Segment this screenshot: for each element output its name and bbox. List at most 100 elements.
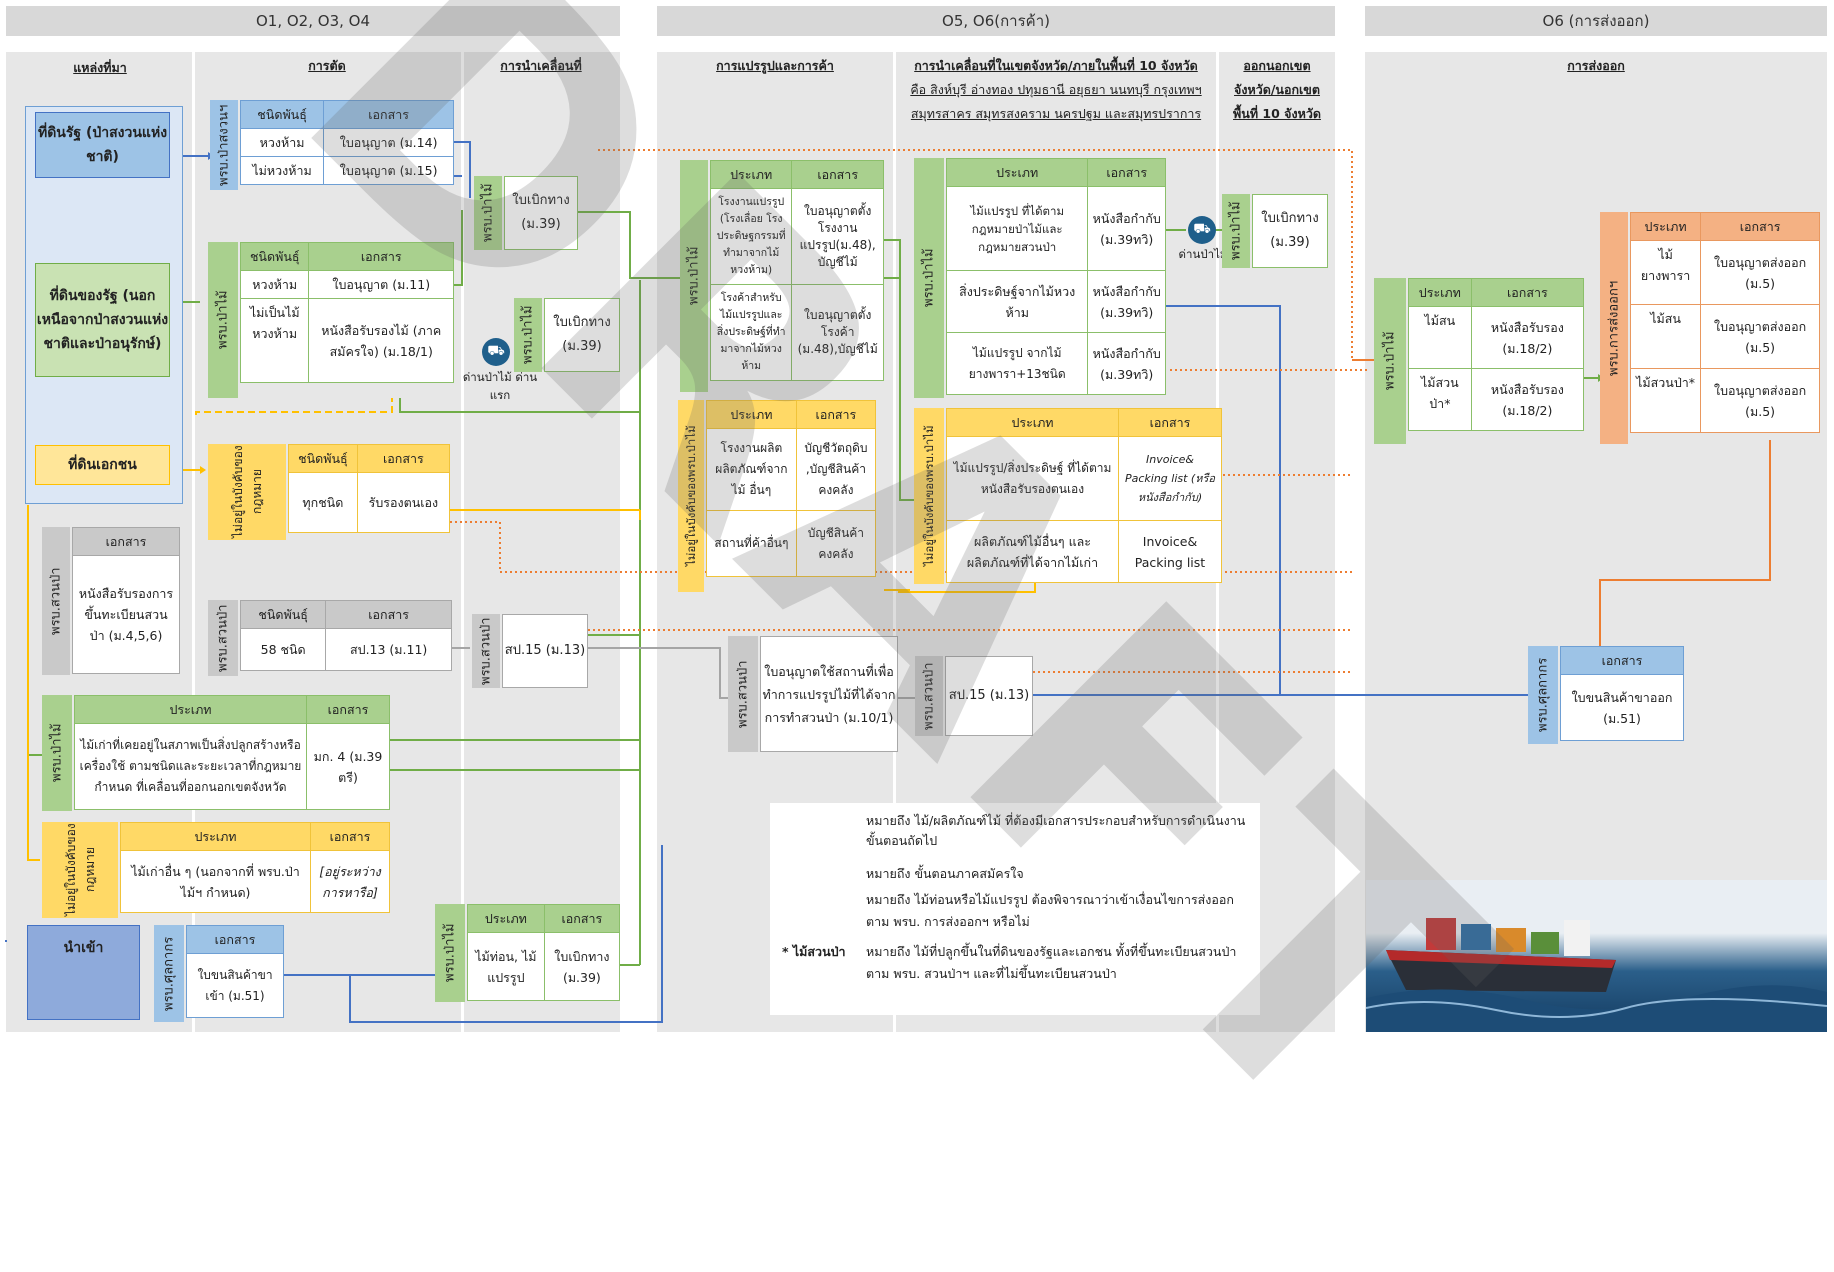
th-document: เอกสาร — [791, 160, 884, 189]
table-moving: ประเภทเอกสาร ไม้แปรรูป ที่ได้ตามกฎหมายป่… — [945, 158, 1166, 395]
col-export: การส่งออก — [1567, 58, 1625, 73]
cell: รับรองตนเอง — [356, 472, 451, 533]
th-type: ประเภท — [946, 408, 1119, 437]
th-document: เอกสาร — [323, 100, 454, 129]
cell: ไม้ท่อน, ไม้แปรรูป — [467, 932, 545, 1001]
cell: ไม้สวนป่า* — [1408, 368, 1472, 431]
cell: ใบอนุญาตส่งออก (ม.5) — [1700, 368, 1820, 433]
cell: สถานที่ค้าอื่นๆ — [706, 510, 797, 577]
table-processing-2: ประเภทเอกสาร โรงงานผลิตผลิตภัณฑ์จากไม้ อ… — [706, 400, 877, 577]
source-import: นำเข้า — [27, 925, 140, 1020]
cell: ใบอนุญาตส่งออก (ม.5) — [1700, 304, 1820, 369]
col-outside-3: พื้นที่ 10 จังหวัด — [1233, 106, 1321, 121]
checkpoint-icon-2: ⛟ — [1188, 216, 1216, 244]
law-forest-7: พรบ.ป่าไม้ — [914, 158, 944, 398]
cell: โรงงานแปรรูป (โรงเลื่อย โรงประดิษฐกรรมที… — [709, 188, 793, 285]
law-not-law-forest-2: ไม่อยู่ในบังคับของพรบ.ป่าไม้ — [914, 408, 944, 584]
law-forest-6: พรบ.ป่าไม้ — [680, 160, 708, 392]
table-other-old: ประเภทเอกสาร ไม้เก่าอื่น ๆ (นอกจากที่ พร… — [120, 822, 390, 913]
th-document: เอกสาร — [795, 400, 877, 429]
cell: ทุกชนิด — [288, 472, 358, 533]
table-import-log: ประเภทเอกสาร ไม้ท่อน, ไม้แปรรูปใบเบิกทาง… — [467, 904, 621, 1001]
law-customs-1: พรบ.ศุลกากร — [154, 925, 184, 1022]
cell: สป.13 (ม.11) — [325, 628, 452, 671]
cell: ไม่เป็นไม้หวงห้าม — [239, 298, 310, 383]
th-species: ชนิดพันธุ์ — [288, 444, 358, 473]
cell: หวงห้าม — [239, 270, 310, 299]
legend-star: หมายถึง ไม้ที่ปลูกขึ้นในที่ดินของรัฐและเ… — [866, 944, 1237, 981]
cell: ไม้สน — [1408, 306, 1472, 369]
th-species: ชนิดพันธุ์ — [239, 600, 327, 629]
table-processing: ประเภทเอกสาร โรงงานแปรรูป (โรงเลื่อย โรง… — [709, 160, 884, 381]
cell: บัญชีสินค้าคงคลัง — [795, 510, 877, 577]
header-o5: O5, O6(การค้า) — [657, 6, 1335, 36]
law-not-law-2: ไม่อยู่ในบังคับของกฎหมาย — [42, 822, 118, 918]
th-document: เอกสาร — [1118, 408, 1222, 437]
table-import: เอกสาร ใบขนสินค้าขาเข้า (ม.51) — [186, 925, 284, 1018]
cell: [อยู่ระหว่างการหารือ] — [310, 850, 390, 913]
legend-dashed: หมายถึง ขั้นตอนภาคสมัครใจ — [866, 866, 1024, 881]
law-plantation-5: พรบ.สวนป่า — [915, 656, 943, 736]
col-outside-2: จังหวัด/นอกเขต — [1234, 82, 1320, 97]
law-forest-2: พรบ.ป่าไม้ — [42, 695, 72, 811]
th-type: ประเภท — [709, 160, 793, 189]
law-forest-8: พรบ.ป่าไม้ — [1222, 194, 1250, 268]
th-type: ประเภท — [120, 822, 311, 851]
cell: ใบอนุญาตตั้งโรงค้า (ม.48),บัญชีไม้ — [791, 284, 884, 381]
law-not-law-forest-1: ไม่อยู่ในบังคับของพรบ.ป่าไม้ — [678, 400, 704, 592]
cell: 58 ชนิด — [239, 628, 327, 671]
th-document: เอกสาร — [1560, 646, 1684, 675]
th-document: เอกสาร — [1470, 278, 1585, 307]
cell: ไม้สน — [1629, 304, 1702, 369]
cell: Invoice& Packing list (หรือหนังสือกำกับ) — [1118, 436, 1222, 521]
table-export-3: เอกสาร ใบขนสินค้าขาออก (ม.51) — [1560, 646, 1684, 741]
cell: หนังสือรับรอง (ม.18/2) — [1470, 306, 1585, 369]
th-document: เอกสาร — [325, 600, 452, 629]
law-not-law-1: ไม่อยู่ในบังคับของกฎหมาย — [208, 444, 286, 540]
source-state-other: ที่ดินของรัฐ (นอกเหนือจากป่าสงวนแห่งชาติ… — [35, 263, 170, 377]
cell: ไม้แปรรูป ที่ได้ตามกฎหมายป่าไม้และกฎหมาย… — [945, 186, 1089, 271]
law-customs-2: พรบ.ศุลกากร — [1528, 646, 1558, 744]
cell: ไม้แปรรูป จากไม้ยางพารา+13ชนิด — [945, 332, 1089, 395]
th-species: ชนิดพันธุ์ — [239, 242, 310, 271]
law-forest-5: พรบ.ป่าไม้ — [435, 904, 465, 1002]
th-type: ประเภท — [1408, 278, 1472, 307]
th-document: เอกสาร — [306, 695, 390, 724]
table-plantation-reg: เอกสาร หนังสือรับรองการขึ้นทะเบียนสวนป่า… — [72, 527, 180, 674]
permit-bb1: ใบเบิกทาง (ม.39) — [504, 176, 578, 250]
law-forest-4: พรบ.ป่าไม้ — [514, 298, 542, 372]
th-type: ประเภท — [945, 158, 1089, 187]
legend-solid: หมายถึง ไม้/ผลิตภัณฑ์ไม้ ที่ต้องมีเอกสาร… — [866, 813, 1246, 848]
law-forest-reserve: พรบ.ป่าสงวนฯ — [210, 100, 238, 190]
law-forest-3: พรบ.ป่าไม้ — [474, 176, 502, 250]
cell: หนังสือกำกับ (ม.39ทวิ) — [1087, 332, 1166, 395]
cell: ใบขนสินค้าขาเข้า (ม.51) — [186, 953, 284, 1018]
cell: ใบอนุญาต (ม.14) — [323, 128, 454, 157]
th-document: เอกสาร — [310, 822, 390, 851]
cell: ใบอนุญาตส่งออก (ม.5) — [1700, 240, 1820, 305]
source-state-park: ที่ดินรัฐ (ป่าสงวนแห่งชาติ) — [35, 112, 170, 178]
th-type: ประเภท — [467, 904, 545, 933]
table-private-cutting: ชนิดพันธุ์เอกสาร ทุกชนิดรับรองตนเอง — [288, 444, 451, 533]
th-type: ประเภท — [74, 695, 307, 724]
th-document: เอกสาร — [543, 904, 621, 933]
th-species: ชนิดพันธุ์ — [239, 100, 325, 129]
law-export: พรบ.การส่งออกฯ — [1600, 212, 1628, 444]
col-moving1: การนำเคลื่อนที่ — [500, 58, 582, 73]
th-document: เอกสาร — [72, 527, 180, 556]
legend-dotted: หมายถึง ไม้ท่อนหรือไม้แปรรูป ต้องพิจารณา… — [866, 892, 1234, 929]
checkpoint-first-label: ด่านป่าไม้ ด่านแรก — [462, 370, 538, 402]
header-o6: O6 (การส่งออก) — [1365, 6, 1827, 36]
law-plantation-2: พรบ.สวนป่า — [208, 600, 238, 676]
law-plantation-1: พรบ.สวนป่า — [42, 527, 70, 675]
law-forest-1: พรบ.ป่าไม้ — [208, 242, 238, 398]
cell: ไม้เก่าที่เคยอยู่ในสภาพเป็นสิ่งปลูกสร้าง… — [74, 723, 307, 810]
legend: หมายถึง ไม้/ผลิตภัณฑ์ไม้ ที่ต้องมีเอกสาร… — [770, 803, 1260, 1015]
table-park-cutting: ชนิดพันธุ์เอกสาร หวงห้ามใบอนุญาต (ม.14) … — [239, 100, 454, 185]
cell: หนังสือรับรอง (ม.18/2) — [1470, 368, 1585, 431]
cell: บัญชีวัตถุดิบ ,บัญชีสินค้าคงคลัง — [795, 428, 877, 511]
ship-image — [1365, 880, 1828, 1032]
th-document: เอกสาร — [308, 242, 454, 271]
table-export-2: ประเภทเอกสาร ไม้ยางพาราใบอนุญาตส่งออก (ม… — [1629, 212, 1820, 433]
law-plantation-4: พรบ.สวนป่า — [728, 636, 758, 752]
